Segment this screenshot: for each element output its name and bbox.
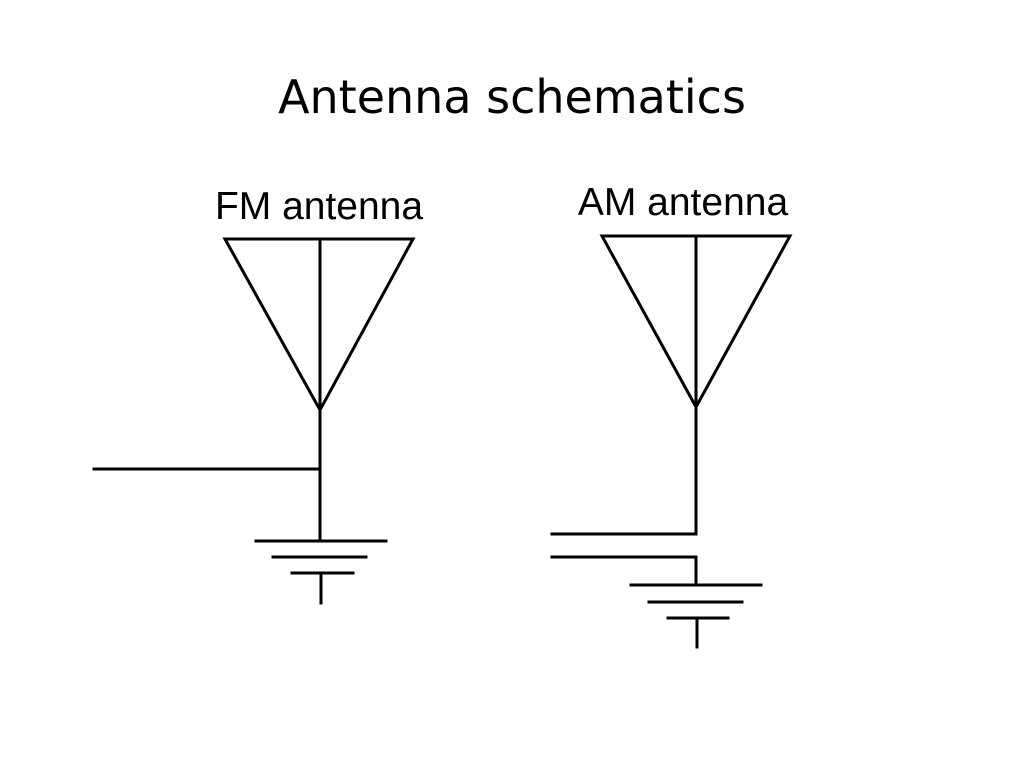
- slide-title: Antenna schematics: [278, 70, 746, 124]
- fm-antenna-label: FM antenna: [215, 185, 423, 228]
- am-antenna-label: AM antenna: [578, 181, 789, 224]
- am-ground-symbol: [629, 583, 763, 649]
- am-antenna-symbol: [599, 234, 793, 411]
- fm-ground-symbol: [254, 539, 388, 605]
- fm-antenna-schematic: FM antenna: [92, 185, 423, 605]
- fm-antenna-symbol: [222, 237, 416, 414]
- am-antenna-schematic: AM antenna: [550, 181, 793, 649]
